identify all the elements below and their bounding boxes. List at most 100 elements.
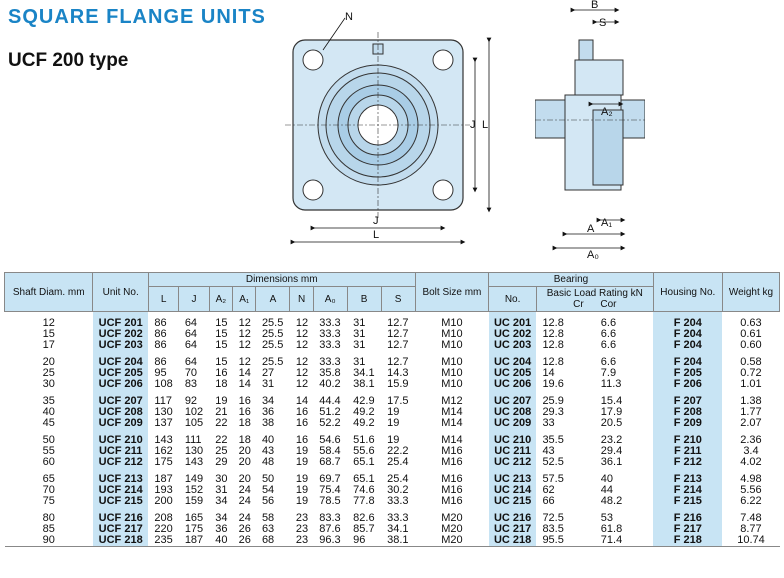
cell-n: 23 bbox=[295, 534, 309, 546]
cell-bearing: UC 206 bbox=[488, 379, 537, 390]
cell-housing: F 216 bbox=[653, 507, 723, 524]
cell-shaft: 85 bbox=[42, 523, 55, 535]
cell-a0: 52.2 bbox=[319, 417, 341, 429]
cell-l: 143 bbox=[154, 434, 173, 446]
cell-a0: 33.3 bbox=[319, 317, 341, 329]
cell-cor: 6.6 bbox=[600, 317, 617, 329]
cell-a: 58 bbox=[261, 512, 275, 524]
cell-b: 34.1 bbox=[353, 367, 375, 379]
cell-a2: 22 bbox=[215, 434, 228, 446]
cell-cr: 43 bbox=[542, 445, 555, 457]
header-load-rating: Basic Load Rating kN Cr Cor bbox=[535, 286, 654, 312]
cell-bearing: UC 207 bbox=[488, 390, 537, 407]
cell-bearing: UC 209 bbox=[488, 418, 537, 429]
cell-a: 38 bbox=[261, 417, 275, 429]
cell-a0: 51.2 bbox=[319, 406, 341, 418]
cell-a1: 24 bbox=[238, 495, 251, 507]
cell-housing: F 207 bbox=[653, 390, 723, 407]
cell-bolt: M16 bbox=[441, 495, 463, 507]
cell-a1: 12 bbox=[238, 356, 251, 368]
cell-bearing: UC 218 bbox=[488, 535, 537, 547]
cell-a1: 26 bbox=[238, 523, 251, 535]
dim-label-j-horizontal: J bbox=[373, 215, 379, 227]
cell-a2: 34 bbox=[215, 512, 228, 524]
cell-l: 208 bbox=[154, 512, 173, 524]
cell-a1: 12 bbox=[238, 328, 251, 340]
cell-a2: 21 bbox=[215, 406, 228, 418]
header-dim-col: L bbox=[147, 286, 180, 312]
cell-bolt: M16 bbox=[441, 484, 463, 496]
cell-bearing: UC 202 bbox=[488, 329, 537, 340]
cell-weight: 3.4 bbox=[743, 445, 759, 457]
cell-unit: UCF 201 bbox=[92, 311, 149, 329]
cell-s: 34.1 bbox=[387, 523, 409, 535]
cell-cor: 29.4 bbox=[600, 445, 623, 457]
cell-a2: 15 bbox=[215, 356, 228, 368]
cell-a1: 24 bbox=[238, 512, 251, 524]
cell-a2: 34 bbox=[215, 495, 228, 507]
cell-n: 16 bbox=[295, 417, 309, 429]
cell-cr: 83.5 bbox=[542, 523, 564, 535]
cell-l: 108 bbox=[154, 378, 173, 390]
cell-j: 143 bbox=[184, 456, 204, 468]
cell-cor: 40 bbox=[600, 473, 614, 485]
cell-cr: 12.8 bbox=[542, 339, 564, 351]
header-cor: Cor bbox=[600, 299, 617, 310]
cell-s: 12.7 bbox=[387, 356, 409, 368]
cell-a0: 83.3 bbox=[319, 512, 341, 524]
cell-b: 96 bbox=[353, 534, 366, 546]
spec-table: Shaft Diam. mm Unit No. Dimensions mm Bo… bbox=[3, 272, 781, 547]
cell-l: 162 bbox=[154, 445, 173, 457]
cell-s: 22.2 bbox=[387, 445, 409, 457]
cell-s: 14.3 bbox=[387, 367, 409, 379]
cell-b: 49.2 bbox=[353, 417, 375, 429]
cell-a1: 18 bbox=[238, 434, 251, 446]
cell-s: 30.2 bbox=[387, 484, 409, 496]
cell-a2: 19 bbox=[215, 395, 228, 407]
front-view-drawing: N J L J L bbox=[285, 11, 492, 245]
cell-shaft: 60 bbox=[42, 456, 55, 468]
cell-unit: UCF 202 bbox=[92, 329, 149, 340]
cell-bolt: M10 bbox=[441, 356, 463, 368]
cell-s: 33.3 bbox=[387, 512, 409, 524]
cell-weight: 1.77 bbox=[740, 406, 762, 418]
cell-a1: 18 bbox=[238, 417, 251, 429]
cell-cor: 23.2 bbox=[600, 434, 623, 446]
cell-unit: UCF 216 bbox=[92, 507, 149, 524]
cell-n: 19 bbox=[295, 445, 309, 457]
cell-unit: UCF 206 bbox=[92, 379, 149, 390]
cell-n: 14 bbox=[295, 395, 309, 407]
cell-a2: 25 bbox=[215, 445, 228, 457]
cell-housing: F 217 bbox=[653, 524, 723, 535]
cell-a1: 16 bbox=[238, 395, 251, 407]
cell-b: 82.6 bbox=[353, 512, 375, 524]
cell-bearing: UC 215 bbox=[488, 496, 537, 507]
cell-a2: 36 bbox=[215, 523, 228, 535]
cell-housing: F 204 bbox=[653, 329, 723, 340]
dim-label-l-vertical: L bbox=[482, 119, 488, 131]
cell-cor: 53 bbox=[600, 512, 614, 524]
cell-bolt: M14 bbox=[441, 406, 463, 418]
cell-cor: 20.5 bbox=[600, 417, 623, 429]
cell-n: 16 bbox=[295, 434, 309, 446]
cell-l: 117 bbox=[154, 395, 172, 407]
cell-j: 130 bbox=[184, 445, 204, 457]
cell-l: 200 bbox=[154, 495, 173, 507]
cell-b: 31 bbox=[353, 317, 366, 329]
cell-shaft: 12 bbox=[42, 317, 55, 329]
bolt-hole bbox=[432, 49, 454, 71]
cell-a1: 12 bbox=[238, 317, 251, 329]
cell-l: 86 bbox=[154, 328, 167, 340]
cell-cr: 14 bbox=[542, 367, 555, 379]
cell-l: 193 bbox=[154, 484, 173, 496]
cell-bolt: M10 bbox=[441, 378, 463, 390]
header-unit-no: Unit No. bbox=[92, 272, 149, 312]
cell-a0: 68.7 bbox=[319, 456, 341, 468]
cell-a0: 33.3 bbox=[319, 356, 341, 368]
cell-n: 19 bbox=[295, 473, 309, 485]
